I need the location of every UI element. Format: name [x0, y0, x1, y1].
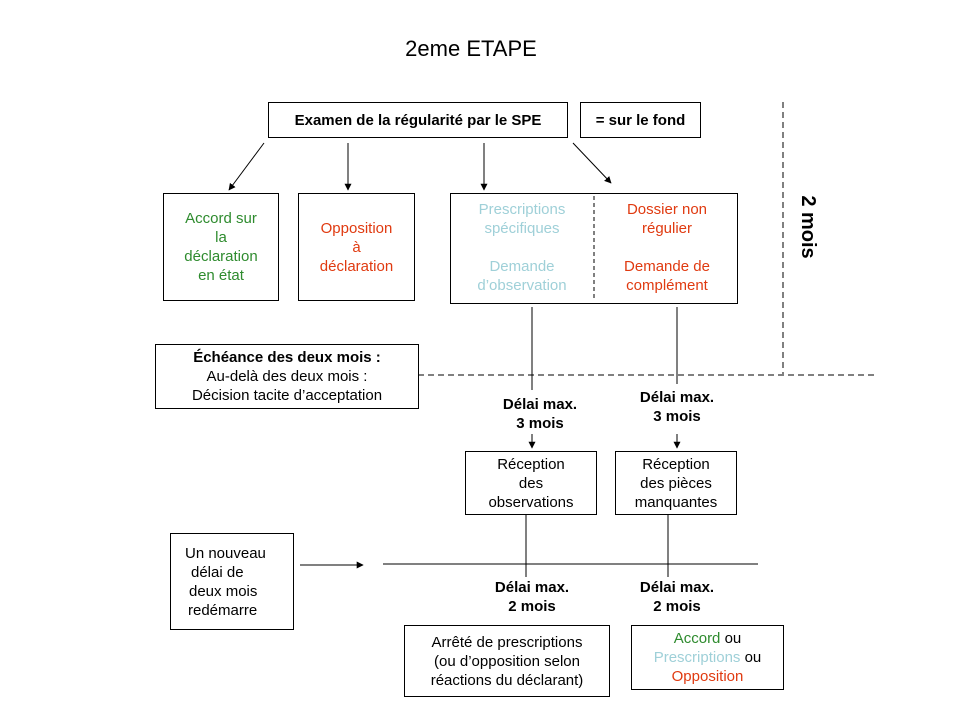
- dossier-line: complément: [626, 277, 708, 294]
- delai-line: Délai max.: [502, 396, 578, 413]
- arrete-box: Arrêté de prescriptions (ou d’opposition…: [404, 625, 610, 697]
- final-prescriptions: Prescriptions: [653, 649, 741, 666]
- final-ou: ou: [720, 630, 742, 647]
- reception-line: Réception: [642, 455, 710, 473]
- echeance-title: Échéance des deux mois :: [193, 349, 381, 366]
- prescriptions-panel: Prescriptions spécifiques Demande d’obse…: [452, 200, 592, 295]
- nouveau-delai-box: Un nouveau délai de deux mois redémarre: [170, 533, 294, 630]
- delai-line: 2 mois: [508, 598, 556, 615]
- delai-line: Délai max.: [639, 389, 715, 406]
- dossier-line: Dossier non: [626, 201, 708, 218]
- arrow-to-dossier: [572, 142, 612, 184]
- reception-line: manquantes: [634, 493, 718, 511]
- fond-box: = sur le fond: [580, 102, 701, 138]
- echeance-box: Échéance des deux mois : Au-delà des deu…: [155, 344, 419, 409]
- accord-line: en état: [198, 267, 244, 284]
- reception-line: observations: [488, 493, 574, 511]
- accord-line: déclaration: [184, 248, 258, 265]
- nouveau-line: Un nouveau: [185, 544, 266, 562]
- delai-2-mois-left: Délai max. 2 mois: [472, 578, 592, 616]
- split-box: [450, 193, 738, 304]
- dossier-line: [598, 238, 736, 257]
- page-title: 2eme ETAPE: [405, 36, 537, 61]
- nouveau-line: redémarre: [188, 601, 258, 619]
- final-line-3: Opposition: [672, 667, 744, 686]
- prescriptions-line: Demande: [489, 258, 555, 275]
- reception-line: des pièces: [640, 474, 712, 492]
- accord-box: Accord sur la déclaration en état: [163, 193, 279, 301]
- reception-line: Réception: [497, 455, 565, 473]
- accord-line: Accord sur: [185, 210, 257, 227]
- final-ou: ou: [740, 649, 762, 666]
- prescriptions-line: d’observation: [477, 277, 567, 294]
- delai-line: Délai max.: [639, 579, 715, 596]
- opposition-line: à: [352, 238, 361, 256]
- delai-line: 2 mois: [653, 598, 701, 615]
- echeance-line: Décision tacite d’acceptation: [191, 387, 383, 404]
- nouveau-line: délai de: [191, 563, 244, 581]
- exam-text: Examen de la régularité par le SPE: [294, 111, 542, 129]
- exam-box: Examen de la régularité par le SPE: [268, 102, 568, 138]
- side-label-2-mois: 2 mois: [797, 195, 819, 259]
- final-opposition: Opposition: [671, 668, 744, 685]
- opposition-line: Opposition: [320, 219, 393, 237]
- reception-pieces-box: Réception des pièces manquantes: [615, 451, 737, 515]
- opposition-line: déclaration: [319, 257, 394, 275]
- dossier-line: régulier: [641, 220, 693, 237]
- final-accord: Accord: [673, 630, 721, 647]
- prescriptions-line: Prescriptions: [478, 201, 566, 218]
- prescriptions-line: [452, 238, 592, 257]
- final-line-2: Prescriptions ou: [654, 648, 762, 667]
- delai-3-mois-left: Délai max. 3 mois: [480, 395, 600, 433]
- opposition-box: Opposition à déclaration: [298, 193, 415, 301]
- accord-line: la: [215, 229, 227, 246]
- delai-3-mois-right: Délai max. 3 mois: [617, 388, 737, 426]
- arrete-line: (ou d’opposition selon: [434, 652, 580, 670]
- prescriptions-line: spécifiques: [484, 220, 560, 237]
- reception-observations-box: Réception des observations: [465, 451, 597, 515]
- final-outcome-box: Accord ou Prescriptions ou Opposition: [631, 625, 784, 690]
- dossier-panel: Dossier non régulier Demande de compléme…: [598, 200, 736, 295]
- echeance-line: Au-delà des deux mois :: [206, 368, 368, 385]
- delai-line: 3 mois: [653, 408, 701, 425]
- nouveau-line: deux mois: [189, 582, 258, 600]
- arrete-line: réactions du déclarant): [430, 671, 584, 689]
- arrete-line: Arrêté de prescriptions: [431, 633, 583, 651]
- final-line-1: Accord ou: [674, 629, 742, 648]
- reception-line: des: [518, 474, 544, 492]
- delai-line: Délai max.: [494, 579, 570, 596]
- dossier-line: Demande de: [624, 258, 710, 275]
- delai-2-mois-right: Délai max. 2 mois: [617, 578, 737, 616]
- fond-text: = sur le fond: [595, 111, 686, 129]
- delai-line: 3 mois: [516, 415, 564, 432]
- arrow-to-accord: [228, 142, 265, 191]
